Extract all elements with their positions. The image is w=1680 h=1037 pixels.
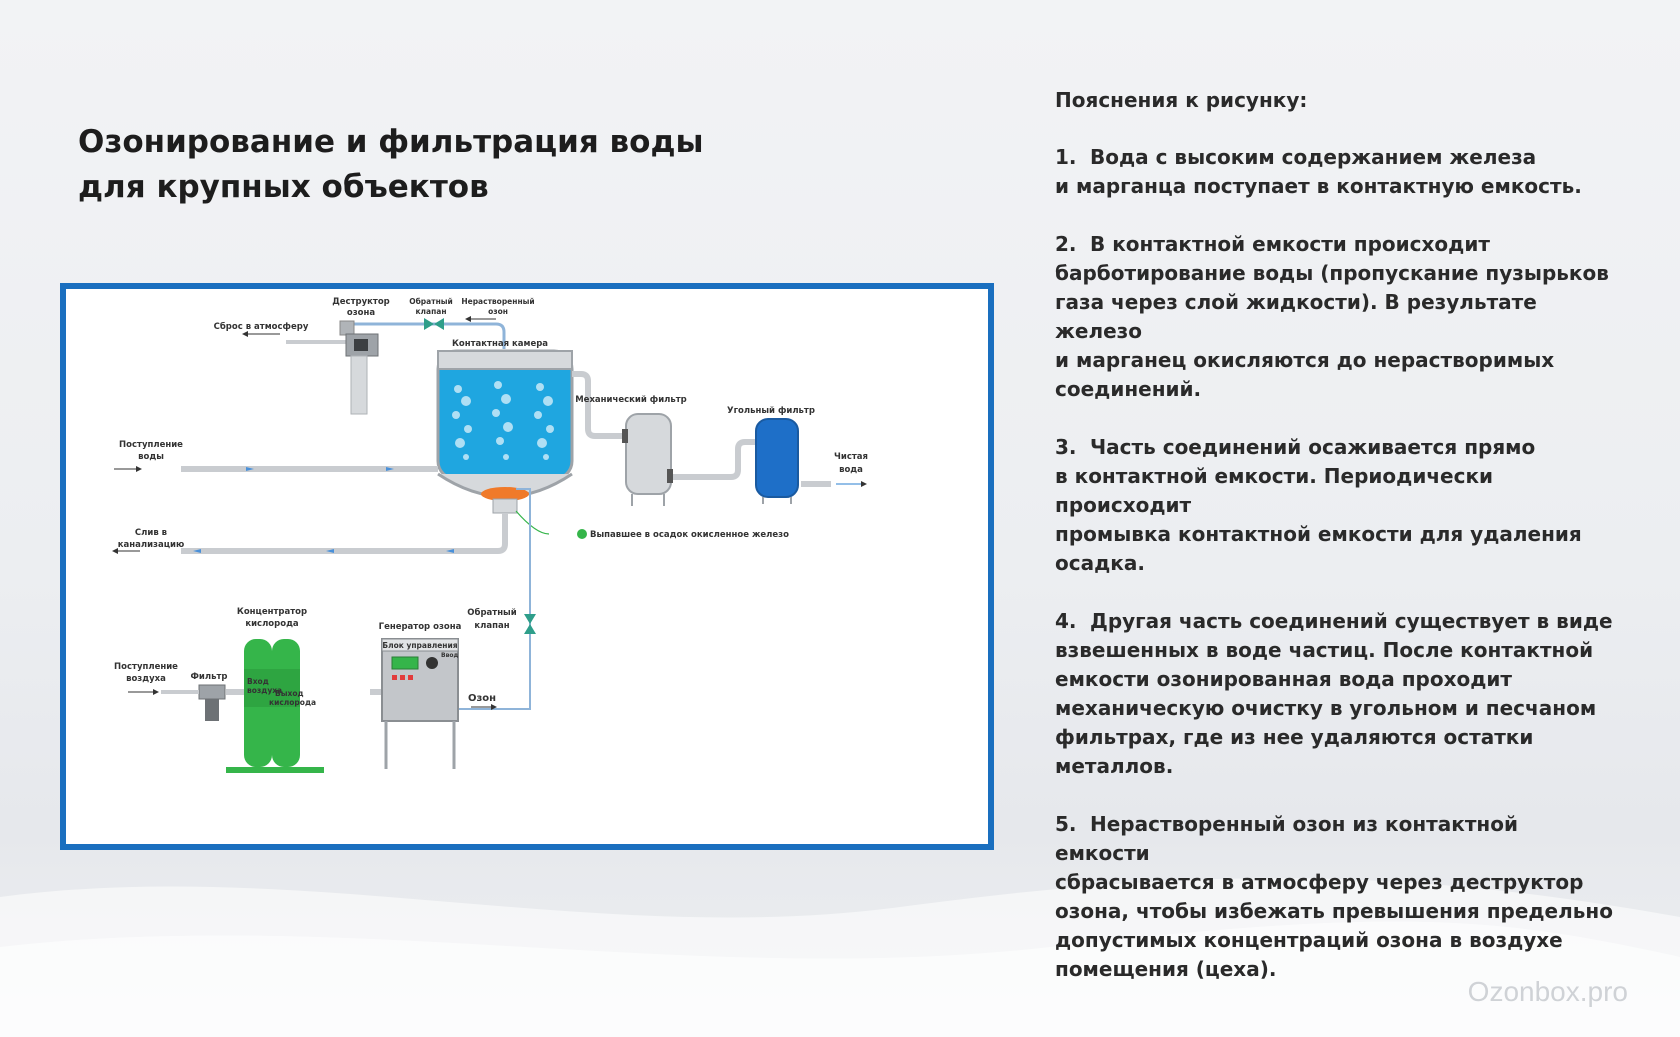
label-air-inlet-2: воздуха bbox=[126, 674, 166, 684]
label-oxygen-output-1: Выход bbox=[275, 689, 304, 698]
label-drain-1: Слив в bbox=[135, 528, 167, 538]
label-air-inlet-1: Поступление bbox=[114, 662, 178, 672]
note-number: 2. bbox=[1055, 232, 1077, 256]
note-text: Вода с высоким содержанием железа и марг… bbox=[1055, 145, 1582, 198]
contact-chamber bbox=[436, 349, 574, 514]
note-item: 5.Нерастворенный озон из контактной емко… bbox=[1055, 810, 1615, 984]
note-item: 4.Другая часть соединений существует в в… bbox=[1055, 607, 1615, 781]
label-ozone-destructor-2: озона bbox=[347, 308, 375, 318]
label-water-inlet-1: Поступление bbox=[119, 440, 183, 450]
ozone-destructor bbox=[339, 320, 379, 415]
label-check-valve-top-2: клапан bbox=[415, 307, 446, 316]
check-valve-top-icon bbox=[424, 318, 444, 330]
note-text: Другая часть соединений существует в вид… bbox=[1055, 609, 1613, 778]
label-oxygen-concentrator-1: Концентратор bbox=[237, 607, 307, 617]
label-power: Ввод bbox=[441, 652, 458, 659]
pipes bbox=[181, 371, 831, 695]
label-vent-to-atmosphere: Сброс в атмосферу bbox=[214, 321, 309, 332]
ozone-supply-line bbox=[438, 488, 531, 710]
label-ozone-destructor-1: Деструктор bbox=[332, 297, 390, 307]
note-text: Часть соединений осаживается прямо в кон… bbox=[1055, 435, 1582, 575]
label-ozone-generator: Генератор озона bbox=[379, 622, 462, 632]
label-clean-water-2: вода bbox=[839, 465, 863, 475]
notes-heading: Пояснения к рисунку: bbox=[1055, 88, 1308, 112]
label-drain-2: канализацию bbox=[118, 540, 185, 550]
ozone-vent-line bbox=[242, 322, 506, 349]
title-line-1: Озонирование и фильтрация воды bbox=[78, 124, 704, 160]
label-oxygen-output-2: кислорода bbox=[269, 698, 316, 707]
label-mechanical-filter: Механический фильтр bbox=[575, 395, 687, 405]
label-carbon-filter: Угольный фильтр bbox=[727, 406, 815, 416]
flow-arrows bbox=[193, 467, 454, 553]
note-item: 1.Вода с высоким содержанием железа и ма… bbox=[1055, 143, 1615, 201]
note-text: Нерастворенный озон из контактной емкост… bbox=[1055, 812, 1613, 981]
label-undissolved-ozone-2: озон bbox=[488, 307, 508, 316]
note-number: 1. bbox=[1055, 145, 1077, 169]
process-diagram: Деструктор озона Обратный клапан Нераств… bbox=[60, 283, 994, 850]
label-ozone: Озон bbox=[468, 693, 496, 704]
label-air-input-2: воздуха bbox=[247, 686, 282, 695]
label-water-inlet-2: воды bbox=[138, 452, 164, 462]
note-item: 3.Часть соединений осаживается прямо в к… bbox=[1055, 433, 1615, 578]
oxygen-concentrator bbox=[226, 639, 324, 773]
check-valve-bottom-icon bbox=[524, 614, 536, 634]
label-oxygen-concentrator-2: кислорода bbox=[245, 619, 299, 629]
sediment-dot-icon bbox=[577, 529, 587, 539]
sediment-pointer bbox=[515, 510, 550, 535]
label-contact-chamber: Контактная камера bbox=[452, 339, 548, 349]
page-title: Озонирование и фильтрация воды для крупн… bbox=[78, 120, 718, 210]
label-check-valve-bottom-2: клапан bbox=[474, 621, 509, 631]
bubbles bbox=[452, 381, 554, 460]
air-filter bbox=[198, 684, 226, 721]
label-sediment: Выпавшее в осадок окисленное железо bbox=[590, 530, 789, 540]
watermark: Ozonbox.pro bbox=[1467, 976, 1628, 1007]
note-number: 5. bbox=[1055, 812, 1077, 836]
label-clean-water-1: Чистая bbox=[834, 452, 868, 462]
title-line-2: для крупных объектов bbox=[78, 169, 489, 205]
label-check-valve-top-1: Обратный bbox=[409, 297, 453, 306]
label-filter: Фильтр bbox=[191, 672, 228, 682]
label-check-valve-bottom-1: Обратный bbox=[467, 607, 516, 618]
note-number: 4. bbox=[1055, 609, 1077, 633]
explanations-panel: Пояснения к рисунку: 1.Вода с высоким со… bbox=[1055, 86, 1615, 1013]
mechanical-filter bbox=[622, 413, 673, 506]
carbon-filter bbox=[755, 418, 799, 504]
ozone-generator bbox=[381, 638, 459, 769]
note-number: 3. bbox=[1055, 435, 1077, 459]
label-undissolved-ozone-1: Нерастворенный bbox=[461, 297, 534, 306]
note-item: 2.В контактной емкости происходит барбот… bbox=[1055, 230, 1615, 404]
note-text: В контактной емкости происходит барботир… bbox=[1055, 232, 1609, 401]
label-control-unit: Блок управления bbox=[382, 641, 457, 650]
label-air-input-1: Вход bbox=[247, 677, 269, 686]
diagram-canvas: Деструктор озона Обратный клапан Нераств… bbox=[112, 297, 868, 773]
